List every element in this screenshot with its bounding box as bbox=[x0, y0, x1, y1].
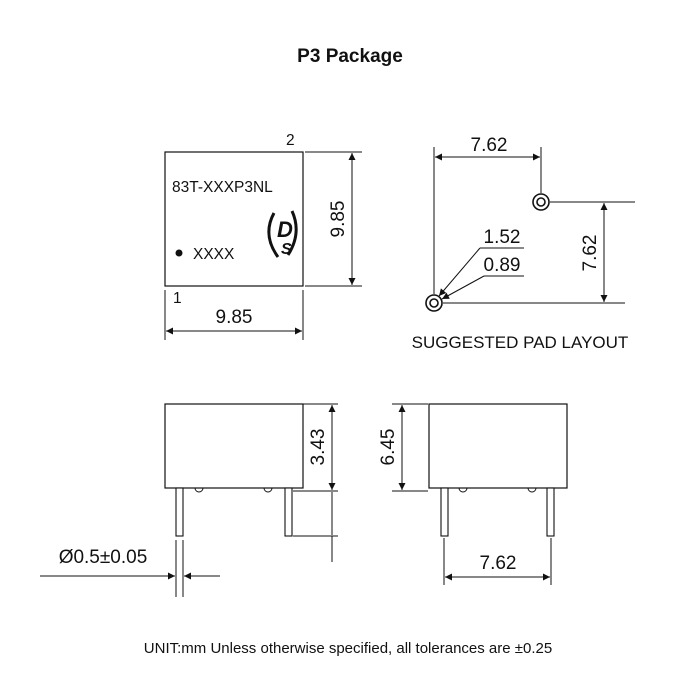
pin-2-label: 2 bbox=[286, 132, 295, 149]
pad-outer-leader bbox=[438, 247, 481, 297]
width-dim-label: 9.85 bbox=[216, 307, 253, 328]
pad-outer-dim-label: 1.52 bbox=[484, 227, 521, 248]
part-marking: 83T-XXXP3NL bbox=[172, 179, 273, 196]
pin-1-dot bbox=[175, 249, 183, 257]
height-dim-label: 9.85 bbox=[328, 201, 349, 238]
pad-layout: 7.62 7.62 1.52 0.89 SUGGESTED PAD LAYOUT bbox=[412, 135, 635, 352]
pad-hole-leader bbox=[441, 275, 485, 300]
pin-length-dim-label: 3.43 bbox=[308, 429, 329, 466]
date-code-marking: XXXX bbox=[193, 246, 235, 263]
pin-diameter-dim-label: Ø0.5±0.05 bbox=[59, 547, 148, 568]
right-side-pin-2 bbox=[546, 487, 555, 537]
pad-2-hole bbox=[536, 197, 546, 207]
pad-h-pitch-label: 7.62 bbox=[471, 135, 508, 156]
pin-pitch-dim-label: 7.62 bbox=[480, 553, 517, 574]
svg-text:D: D bbox=[277, 217, 293, 242]
pin-1-label: 1 bbox=[173, 290, 182, 307]
side-view-right: 6.45 7.62 bbox=[378, 403, 568, 585]
side-view-left: 3.43 Ø0.5±0.05 bbox=[40, 403, 338, 597]
left-side-pin-1 bbox=[175, 487, 184, 537]
left-side-body bbox=[164, 403, 304, 489]
pad-hole-dim-label: 0.89 bbox=[484, 255, 521, 276]
page-title: P3 Package bbox=[297, 46, 403, 67]
top-view: 2 1 83T-XXXP3NL XXXX D S 9.85 9.85 bbox=[164, 132, 362, 340]
left-side-pin-2 bbox=[284, 487, 293, 537]
ds-logo: D S bbox=[267, 210, 298, 258]
svg-text:S: S bbox=[281, 241, 292, 258]
body-height-dim-label: 6.45 bbox=[378, 429, 399, 466]
footer-note: UNIT:mm Unless otherwise specified, all … bbox=[144, 640, 552, 657]
pad-1-hole bbox=[429, 298, 439, 308]
top-view-body bbox=[164, 151, 304, 287]
pad-v-pitch-label: 7.62 bbox=[580, 235, 601, 272]
right-side-body bbox=[428, 403, 568, 489]
right-side-pin-1 bbox=[440, 487, 449, 537]
pad-layout-caption: SUGGESTED PAD LAYOUT bbox=[412, 333, 629, 352]
